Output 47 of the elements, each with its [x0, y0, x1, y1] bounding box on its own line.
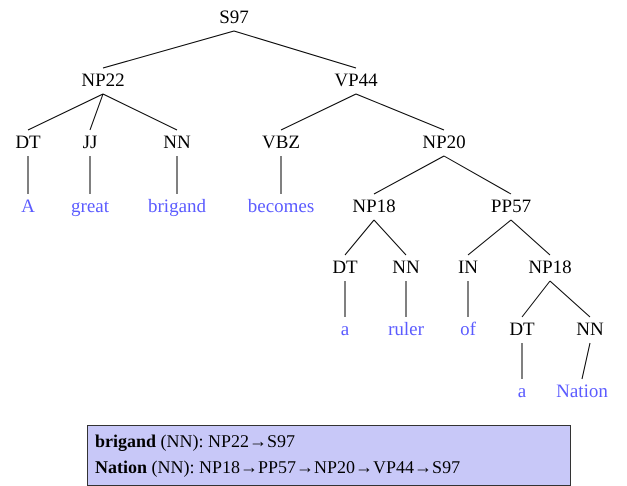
leaf-word: a	[518, 381, 526, 403]
leaf-word: Nation	[556, 381, 608, 403]
constituent-label: NP18	[528, 257, 572, 279]
tree-branch	[582, 342, 590, 380]
leaf-word: of	[460, 319, 476, 341]
path-text: brigand (NN): NP22→S97	[95, 430, 296, 453]
constituent-label: NN	[163, 132, 191, 154]
tree-branch	[280, 156, 282, 194]
constituent-label: NN	[576, 319, 604, 341]
tree-branch	[344, 280, 346, 318]
tree-branch	[344, 220, 374, 256]
tree-branch	[510, 220, 550, 256]
tree-branch	[102, 30, 234, 68]
constituent-label: IN	[458, 257, 478, 279]
constituent-label: DT	[332, 257, 358, 279]
leaf-word: brigand	[148, 196, 206, 218]
tree-branch	[102, 94, 178, 130]
tree-branch	[280, 94, 356, 130]
leaf-word: ruler	[388, 319, 424, 341]
constituent-label: NP20	[422, 132, 466, 154]
tree-branch	[176, 156, 178, 194]
path-text: Nation (NN): NP18→PP57→NP20→VP44→S97	[95, 456, 462, 479]
leaf-word: becomes	[248, 196, 314, 218]
tree-branch	[234, 30, 356, 68]
constituent-label: PP57	[490, 196, 532, 218]
tree-branch	[550, 280, 590, 318]
constituent-label: VP44	[334, 70, 378, 92]
constituent-label: DT	[15, 132, 41, 154]
leaf-word: A	[21, 196, 35, 218]
constituent-label: NP22	[81, 70, 125, 92]
tree-branch	[28, 94, 104, 130]
constituent-label: NN	[392, 257, 420, 279]
summary-box	[87, 425, 571, 486]
tree-branch	[468, 220, 512, 256]
leaf-word: great	[71, 196, 109, 218]
constituent-label: NP18	[352, 196, 396, 218]
tree-branch	[374, 156, 444, 194]
constituent-label: JJ	[82, 132, 98, 154]
constituent-label: VBZ	[262, 132, 300, 154]
constituent-label: S97	[219, 7, 249, 29]
constituent-label: DT	[509, 319, 535, 341]
tree-branch	[374, 220, 406, 256]
tree-branch	[356, 94, 444, 130]
tree-branch	[90, 94, 104, 130]
leaf-word: a	[340, 319, 350, 341]
tree-branch	[444, 156, 512, 194]
tree-branch	[522, 280, 550, 318]
